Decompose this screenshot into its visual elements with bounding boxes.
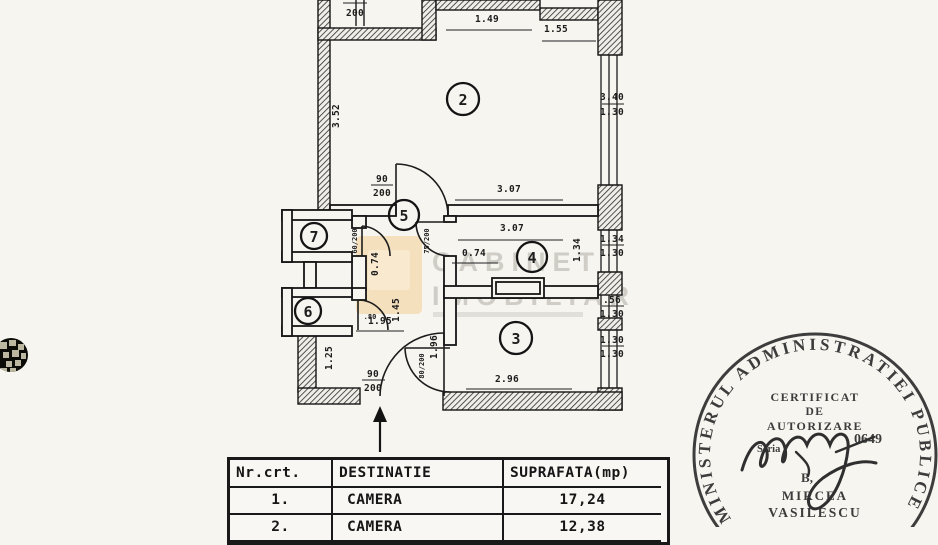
- stamp-b: B,: [801, 470, 813, 485]
- stamp-line3: AUTORIZARE: [767, 419, 863, 433]
- win-130b: 1.30: [600, 248, 624, 259]
- room-7-circle: [299, 221, 329, 251]
- stamp-line2: DE: [806, 406, 825, 418]
- window-room2: [599, 54, 620, 186]
- dimension-labels: 200 1.49 1.55 3.52 3.07 3.07 0.74 1.34 0…: [324, 8, 624, 394]
- room-6-label: 6: [303, 303, 312, 321]
- dim-074a: 0.74: [462, 248, 486, 259]
- room-7-label: 7: [309, 228, 318, 246]
- wall-right: [597, 0, 623, 56]
- dim-door-top-frag: 200: [346, 8, 364, 19]
- stamp-line1: CERTIFICAT: [770, 390, 859, 404]
- signature-scrawl-2: [794, 435, 876, 478]
- stamp-center-text: CERTIFICAT DE AUTORIZARE Seria 0649 B, M…: [757, 390, 882, 520]
- door-room3-size: 80/200: [418, 353, 426, 378]
- col-header-dest: DESTINATIE: [333, 460, 504, 488]
- room-4-label: 4: [527, 249, 536, 267]
- dim-149: 1.49: [475, 14, 499, 25]
- room-5-label: 5: [399, 207, 408, 225]
- room-3-circle: [498, 320, 534, 356]
- door-mid-size: 75/200: [423, 228, 431, 253]
- room-6-circle: [293, 296, 323, 326]
- signature-scrawl: [740, 432, 878, 511]
- dim-296: 2.96: [495, 374, 519, 385]
- door-room4: [415, 221, 451, 257]
- windows: [599, 54, 620, 389]
- dim-074b: 0.74: [370, 252, 381, 276]
- closet-partition: [355, 0, 365, 26]
- floor-plan-drawing: CABINET IMOBILIAR: [0, 0, 938, 527]
- stamp-name2: VASILESCU: [768, 505, 862, 520]
- dim-155: 1.55: [544, 24, 568, 35]
- window-room4: [599, 229, 620, 273]
- dim-196: 1.96: [429, 335, 440, 359]
- dim-352: 3.52: [331, 104, 342, 128]
- area-table: Nr.crt. DESTINATIE SUPRAFATA(mp) 1. CAME…: [227, 457, 670, 545]
- dimension-lines: [343, 2, 624, 390]
- door-top-width: 90: [376, 174, 388, 185]
- door-room6-size: .80: [364, 313, 377, 321]
- room-2-circle: [445, 81, 481, 117]
- door-room7-size: 60/200: [351, 228, 359, 253]
- wall-bottom-left: [297, 387, 361, 405]
- room-markers: 2 3 4 5 6 7: [293, 81, 549, 356]
- entrance-arrow: [373, 406, 387, 452]
- dim-145: 1.45: [391, 298, 402, 322]
- room-3-label: 3: [511, 330, 520, 348]
- win-134: 1.34: [600, 234, 624, 245]
- stamp-name1: MIRCEA: [782, 488, 848, 503]
- win-340: 3.40: [600, 92, 624, 103]
- dim-195: 1.95: [368, 316, 392, 327]
- col-header-suprafata: SUPRAFATA(mp): [504, 460, 661, 488]
- wall-bottom: [442, 391, 623, 411]
- row1-area: 17,24: [504, 488, 661, 515]
- door-top-height: 200: [373, 188, 391, 199]
- col-header-nr: Nr.crt.: [230, 460, 333, 488]
- door-room2: [395, 163, 449, 217]
- door-room3: [404, 347, 451, 393]
- scan-artifact-blob: [0, 338, 28, 372]
- door-entry: [379, 332, 445, 397]
- doors: [357, 163, 451, 397]
- row2-area: 12,38: [504, 515, 661, 542]
- room-4-circle: [515, 240, 549, 274]
- win-130a: 1.30: [600, 107, 624, 118]
- stamp-ring: [692, 332, 938, 527]
- door-entry-width: 90: [367, 369, 379, 380]
- dim-134: 1.34: [572, 238, 583, 262]
- row2-nr: 2.: [230, 515, 333, 542]
- win-130c: 1.30: [600, 309, 624, 320]
- dim-307b: 3.07: [500, 223, 524, 234]
- win-130d: 1.30: [600, 335, 624, 346]
- win-130e: 1.30: [600, 349, 624, 360]
- certification-stamp: MINISTERUL ADMINISTRATIEI PUBLICE CERTIF…: [692, 332, 938, 527]
- row2-dest: CAMERA: [333, 515, 504, 542]
- interior-walls: [281, 204, 599, 346]
- wall-top: [435, 0, 541, 11]
- stamp-seria: Seria: [757, 444, 781, 455]
- room-2-label: 2: [458, 91, 467, 109]
- door-room7: [361, 225, 391, 257]
- row1-dest: CAMERA: [333, 488, 504, 515]
- window-room3: [599, 329, 620, 389]
- exterior-walls: [297, 0, 623, 411]
- door-room6: [357, 299, 389, 331]
- room-5-circle: [387, 198, 421, 232]
- dim-125: 1.25: [324, 346, 335, 370]
- row1-nr: 1.: [230, 488, 333, 515]
- watermark-line1: CABINET: [432, 247, 601, 277]
- door-entry-height: 200: [364, 383, 382, 394]
- dim-307a: 3.07: [497, 184, 521, 195]
- win-056: .56: [603, 295, 621, 306]
- wall-top-left: [317, 27, 437, 41]
